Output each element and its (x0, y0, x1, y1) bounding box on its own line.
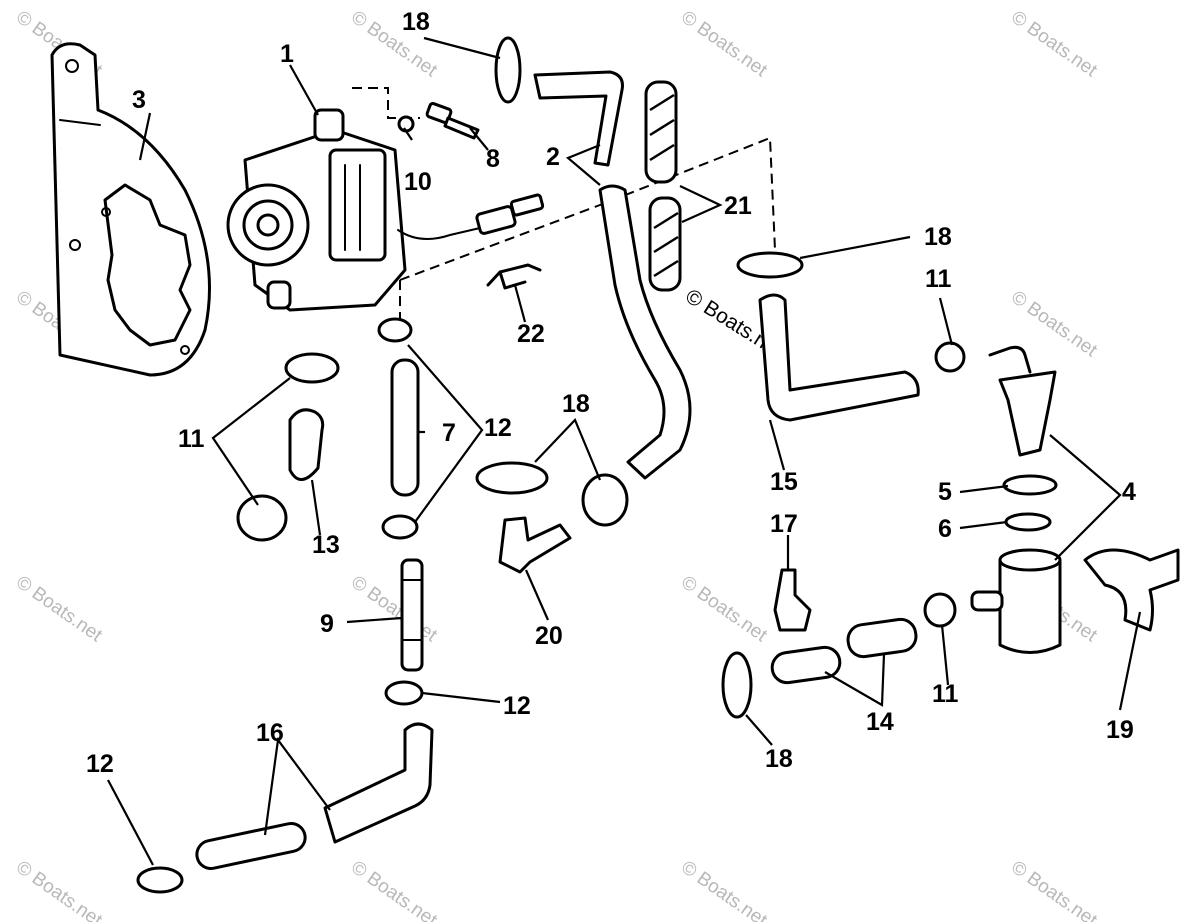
watermark: © Boats.net (347, 572, 441, 647)
callout-9: 9 (320, 610, 334, 638)
callout-18-right: 18 (924, 223, 952, 251)
watermark: © Boats.net (12, 572, 106, 647)
hose-long (598, 184, 692, 480)
lower-hose-elbow (323, 722, 434, 844)
watermark: © Boats.net (677, 572, 771, 647)
washer (397, 115, 415, 133)
wire-clip (486, 263, 542, 290)
callout-7: 7 (442, 419, 456, 447)
leader-lines (107, 36, 1142, 866)
callout-20: 20 (535, 622, 563, 650)
callout-2: 2 (546, 143, 560, 171)
mount-strap (1083, 548, 1180, 632)
callout-15: 15 (770, 468, 798, 496)
callout-11-left-top: 11 (178, 425, 205, 453)
callout-16: 16 (256, 719, 284, 747)
callout-11-right-bottom: 11 (932, 680, 959, 708)
bent-hose (758, 293, 920, 422)
callout-5: 5 (938, 478, 952, 506)
callout-21: 21 (724, 192, 752, 220)
watermark: © Boats.net (1007, 857, 1101, 922)
clamp-band (736, 251, 804, 279)
callout-18-bottom: 18 (765, 745, 793, 773)
watermark: © Boats.net (12, 857, 106, 922)
hose-clamps (136, 317, 966, 894)
clamp-band (581, 473, 629, 527)
callout-3: 3 (132, 86, 146, 114)
callout-12-lower: 12 (503, 692, 531, 720)
clamp-band (494, 36, 522, 104)
callout-18-top: 18 (402, 8, 430, 36)
inline-fitting (400, 558, 424, 672)
callout-6: 6 (938, 515, 952, 543)
short-hose (846, 617, 918, 659)
bracket-plate (50, 42, 211, 377)
callout-18-middle: 18 (562, 390, 590, 418)
callout-8: 8 (486, 145, 500, 173)
callout-12-bottom-left: 12 (86, 750, 114, 778)
plug-sleeve (288, 408, 325, 481)
callout-22: 22 (517, 320, 545, 348)
lower-hose-straight (195, 821, 307, 871)
elbow-fitting (498, 516, 572, 574)
callout-11-right-top: 11 (925, 265, 952, 293)
clamp-band (475, 461, 549, 495)
watermark: © Boats.net (677, 7, 771, 82)
callout-1: 1 (280, 40, 294, 68)
elbow-hose-upper (533, 70, 624, 167)
fuel-filter (970, 345, 1062, 654)
callout-4: 4 (1122, 478, 1136, 506)
screw (425, 102, 480, 140)
fuel-pump (226, 108, 481, 312)
callout-12-middle: 12 (484, 414, 512, 442)
watermark: © Boats.net (1007, 7, 1101, 82)
short-hose (770, 645, 842, 685)
straight-hose (390, 358, 420, 497)
callout-19: 19 (1106, 716, 1134, 744)
callout-14: 14 (866, 708, 894, 736)
sensor-plug (475, 193, 545, 235)
callout-10: 10 (404, 168, 432, 196)
watermark: © Boats.net (347, 857, 441, 922)
watermark: © Boats.net (677, 857, 771, 922)
tee-fitting (773, 568, 812, 632)
clamp-band (721, 651, 753, 719)
callout-labels: 1 2 3 4 5 6 7 8 9 10 11 11 11 11 12 12 1… (86, 8, 1136, 778)
sleeve-hoses (644, 80, 682, 292)
callout-13: 13 (312, 531, 340, 559)
callout-17: 17 (770, 510, 798, 538)
